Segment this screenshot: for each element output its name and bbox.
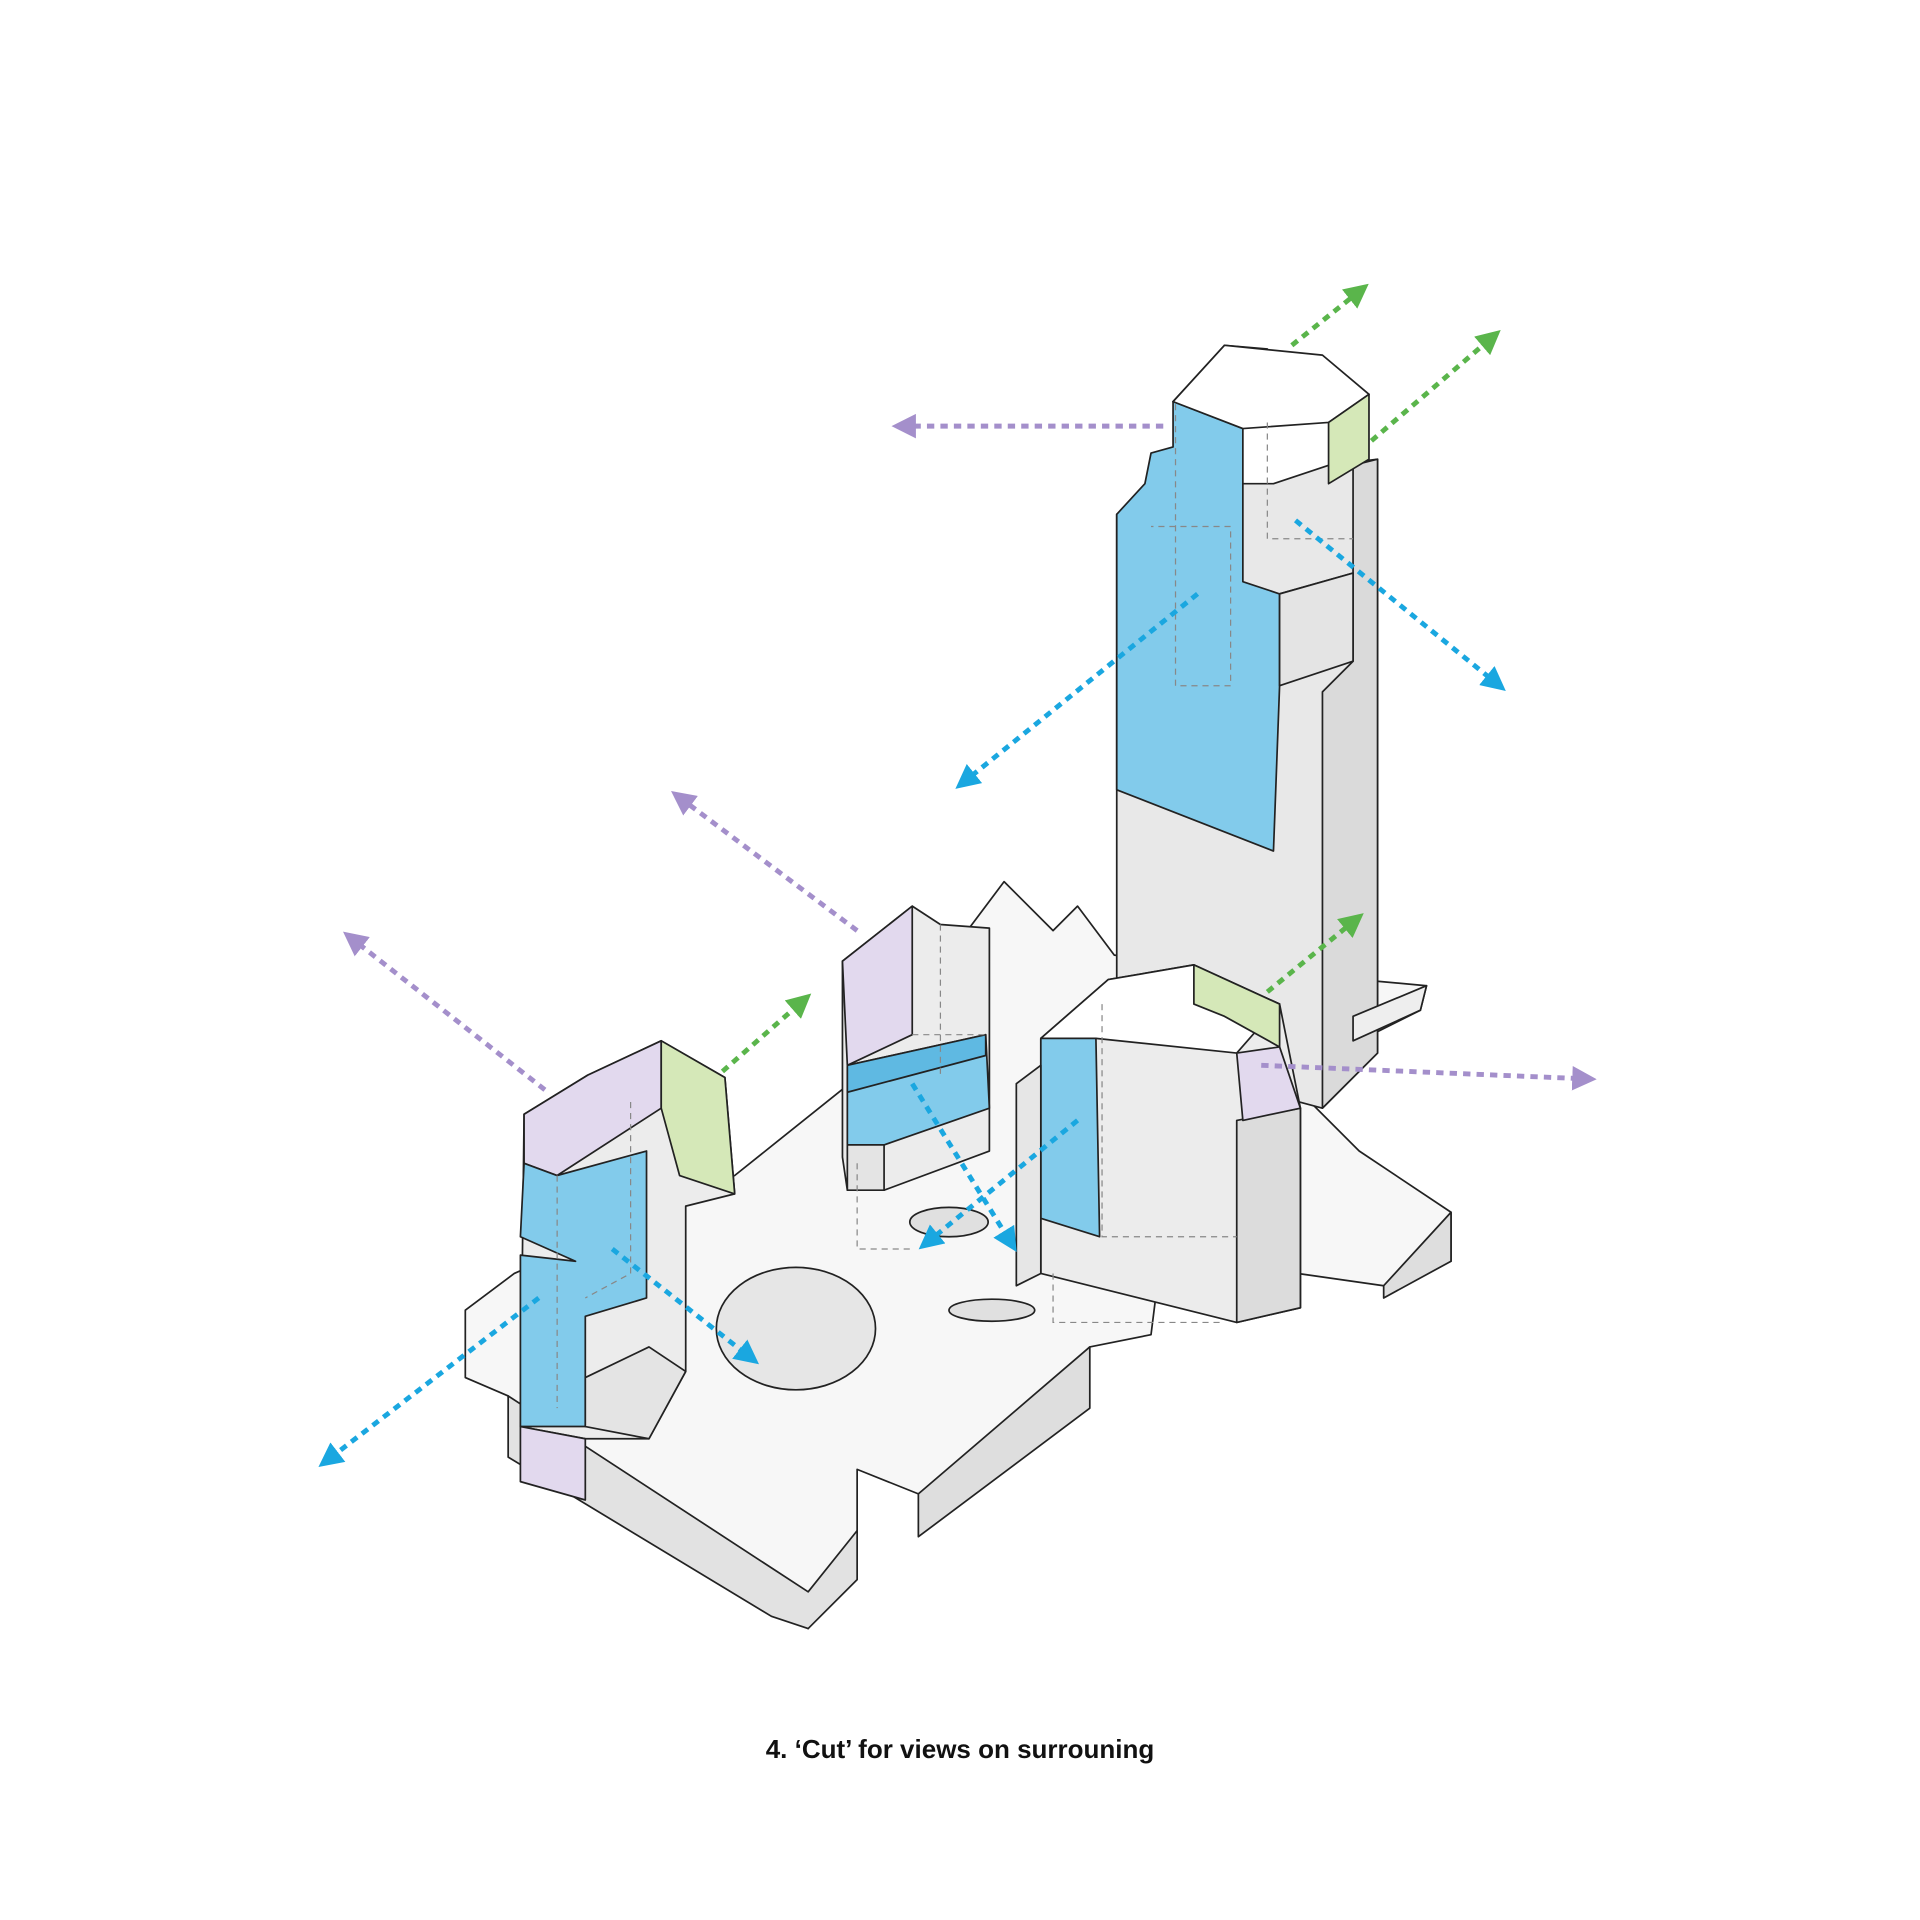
tower-tall <box>1115 344 1428 1110</box>
tower-center <box>841 905 991 1250</box>
view-arrow-green <box>1369 329 1501 443</box>
tower-right <box>1015 964 1302 1324</box>
view-arrow-purple <box>671 791 859 933</box>
view-arrow-green <box>720 993 812 1074</box>
view-arrow-blue <box>910 1082 1017 1253</box>
view-arrow-blue <box>318 1296 541 1468</box>
view-arrow-blue <box>918 1118 1080 1250</box>
view-arrow-blue <box>610 1247 760 1365</box>
view-arrow-green <box>1290 283 1369 348</box>
view-arrow-purple <box>1261 1062 1597 1091</box>
view-arrows <box>318 283 1597 1468</box>
podium-void <box>948 1298 1036 1323</box>
view-arrow-purple <box>343 931 547 1092</box>
tower-left <box>519 1039 736 1501</box>
view-arrow-blue <box>1293 518 1506 691</box>
view-arrow-green <box>1265 913 1364 994</box>
view-arrow-blue <box>955 591 1200 789</box>
diagram-caption: 4. ‘Cut’ for views on surrouning <box>765 1734 1155 1764</box>
podium-void <box>715 1266 877 1391</box>
